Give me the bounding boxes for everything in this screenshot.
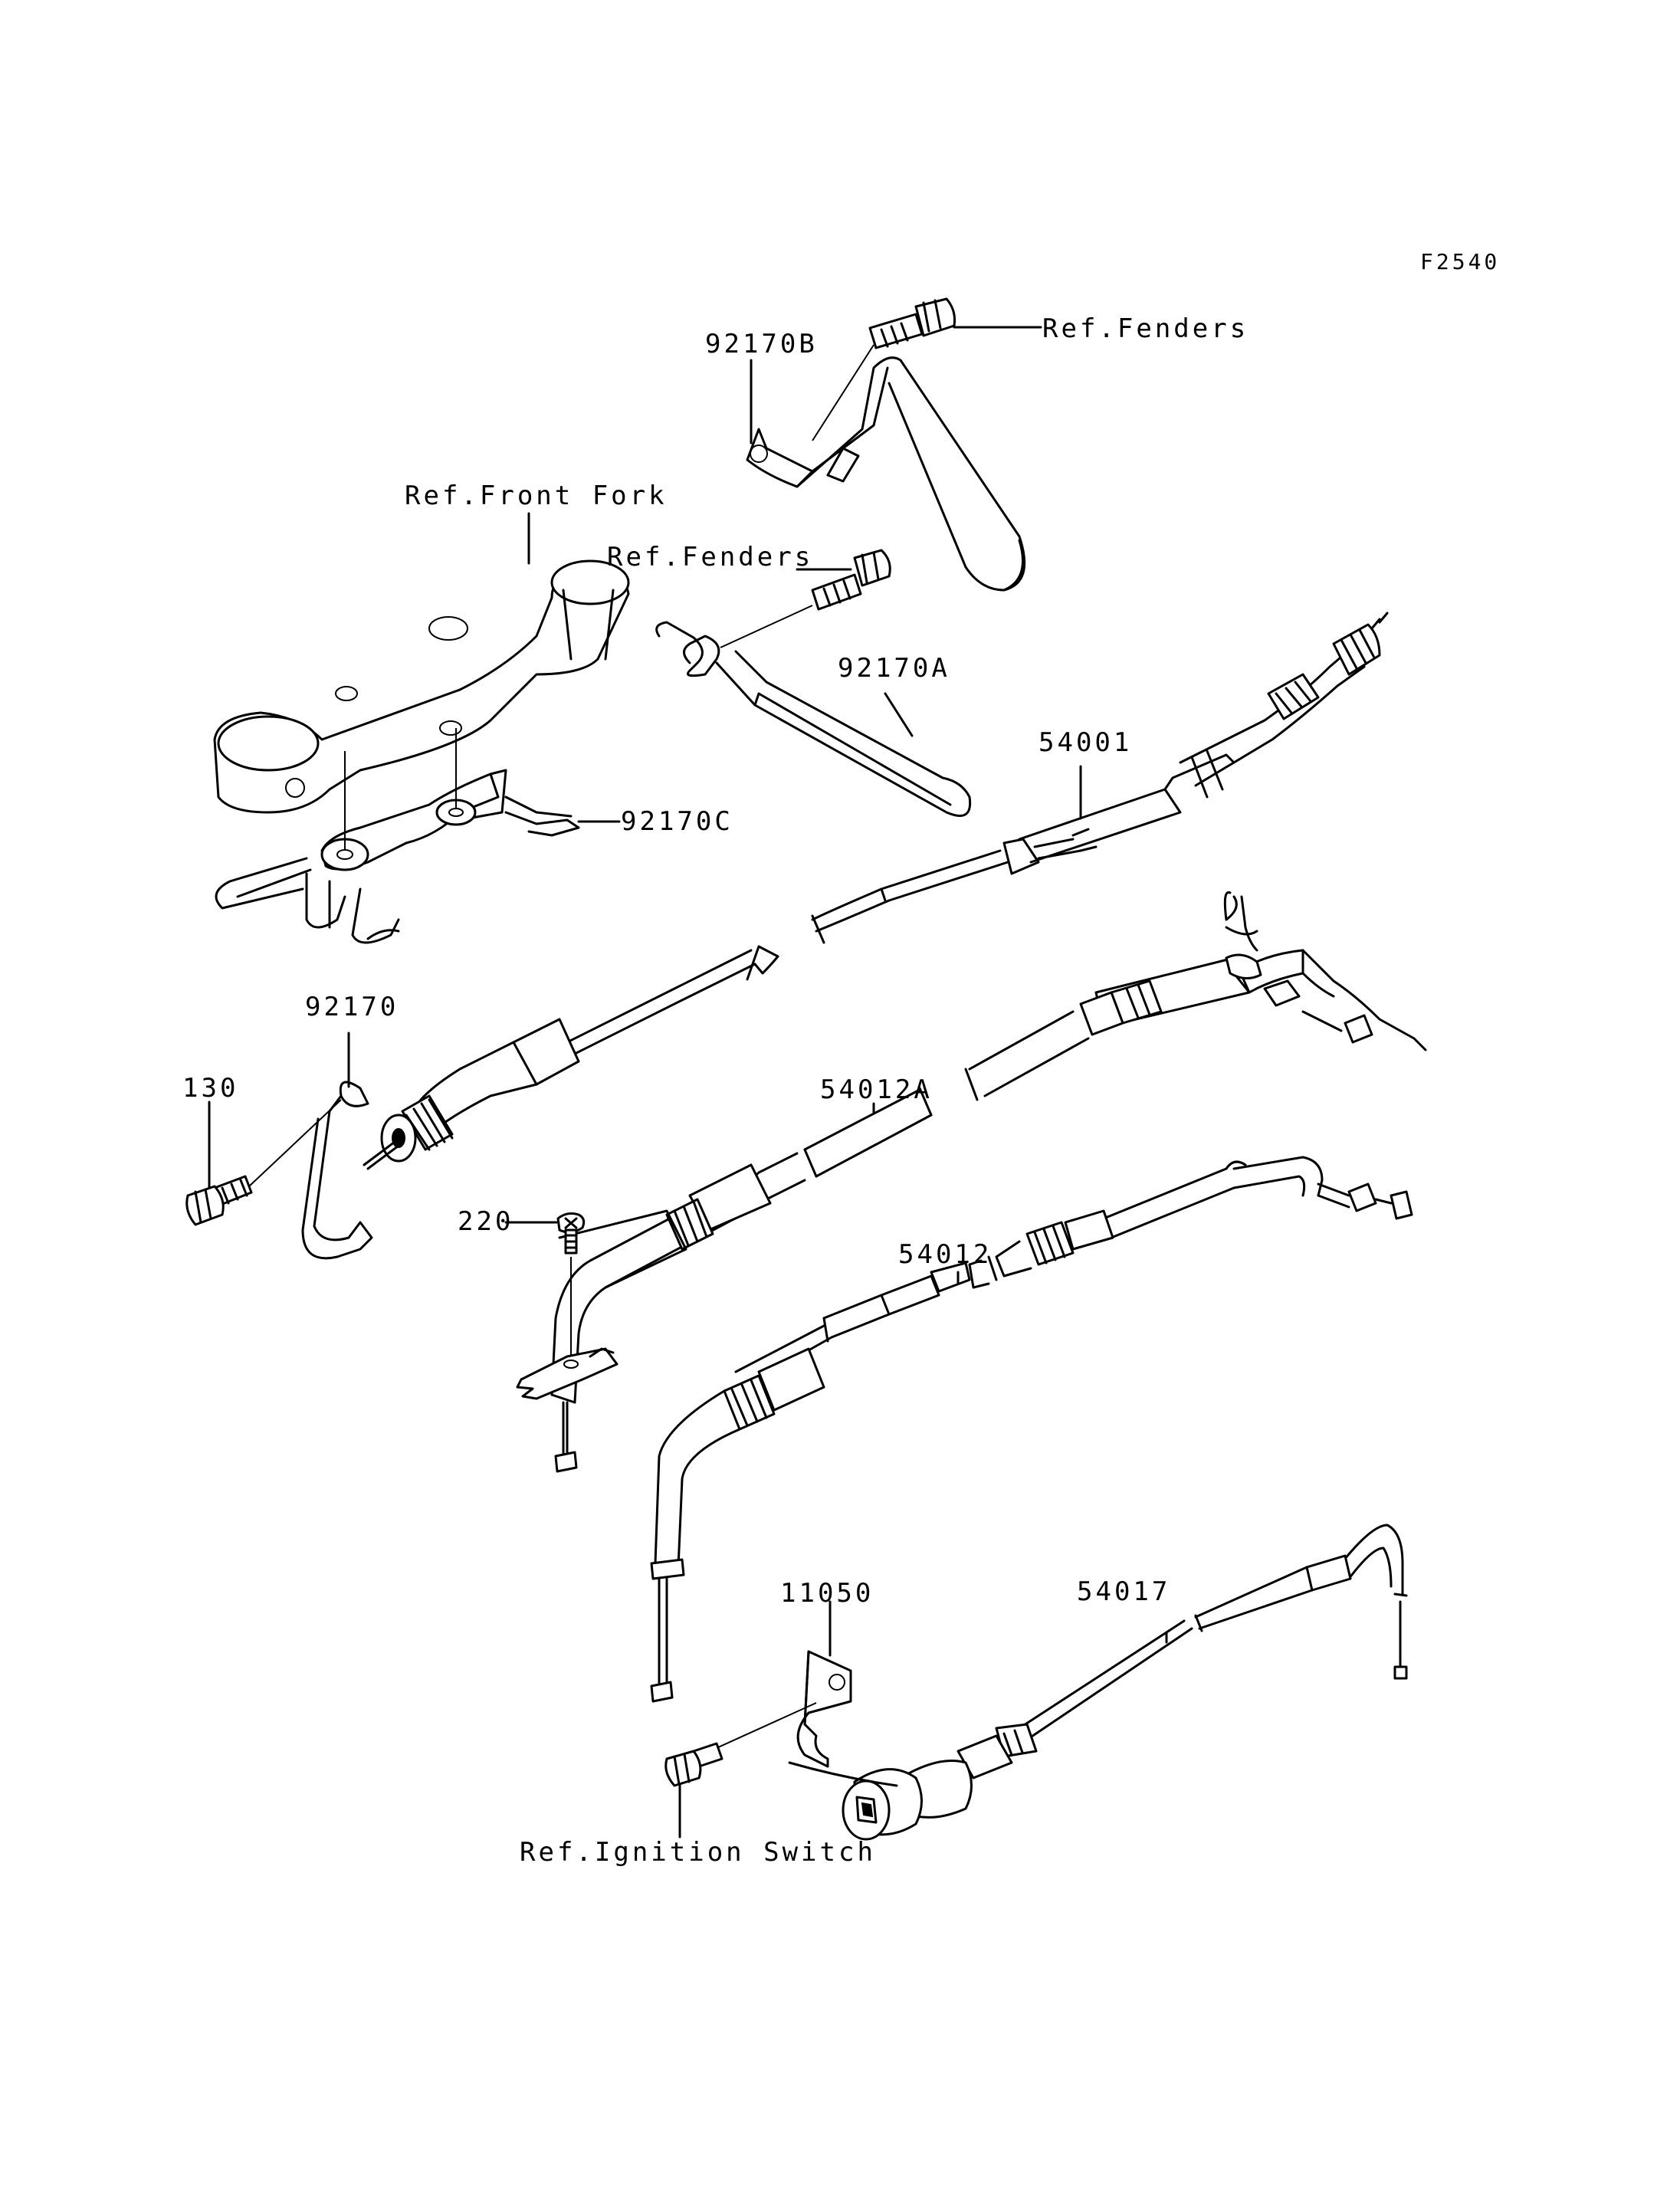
- cable-54012: [650, 1156, 1413, 1703]
- bracket-11050: [796, 1650, 852, 1768]
- screw-220: [556, 1212, 586, 1255]
- cable-54017: [788, 1524, 1408, 1841]
- clamp-92170B: [746, 356, 1026, 592]
- bolt-130: [185, 1175, 253, 1226]
- label-ref-fenders-top: Ref.Fenders: [1042, 313, 1249, 344]
- label-92170A: 92170A: [838, 653, 950, 684]
- label-11050: 11050: [780, 1578, 874, 1609]
- diagram-code: F2540: [1420, 249, 1501, 274]
- front-fork-bracket: [213, 559, 630, 814]
- label-54012: 54012: [898, 1239, 993, 1270]
- label-130: 130: [182, 1073, 239, 1104]
- label-ref-front-fork: Ref.Front Fork: [405, 481, 668, 511]
- bolt-axis-130: [248, 1099, 342, 1187]
- bolt-axis-ignition: [701, 1702, 817, 1756]
- clip-92170C: [215, 769, 580, 944]
- leader-92170A: [884, 692, 914, 737]
- label-92170B: 92170B: [705, 329, 818, 359]
- clamp-92170A: [655, 621, 972, 817]
- bolt-axis-mid: [720, 605, 813, 648]
- bolt-ref-fenders-mid: [811, 549, 891, 611]
- label-92170C: 92170C: [621, 806, 733, 837]
- cable-54012A: [550, 891, 1427, 1473]
- label-220: 220: [458, 1206, 514, 1237]
- cable-bracket-220: [516, 1347, 619, 1400]
- label-54001: 54001: [1039, 727, 1133, 758]
- bolt-ref-ignition-switch: [664, 1742, 724, 1787]
- label-54012A: 54012A: [820, 1074, 933, 1105]
- clip-92170: [301, 1081, 373, 1260]
- bolt-axis-top: [812, 344, 874, 441]
- label-ref-fenders-mid: Ref.Fenders: [607, 542, 814, 572]
- label-92170: 92170: [305, 992, 399, 1022]
- label-ref-ignition-switch: Ref.Ignition Switch: [520, 1837, 876, 1868]
- bolt-ref-fenders-top: [868, 297, 956, 349]
- cable-54001: [363, 612, 1389, 1170]
- label-54017: 54017: [1077, 1576, 1171, 1607]
